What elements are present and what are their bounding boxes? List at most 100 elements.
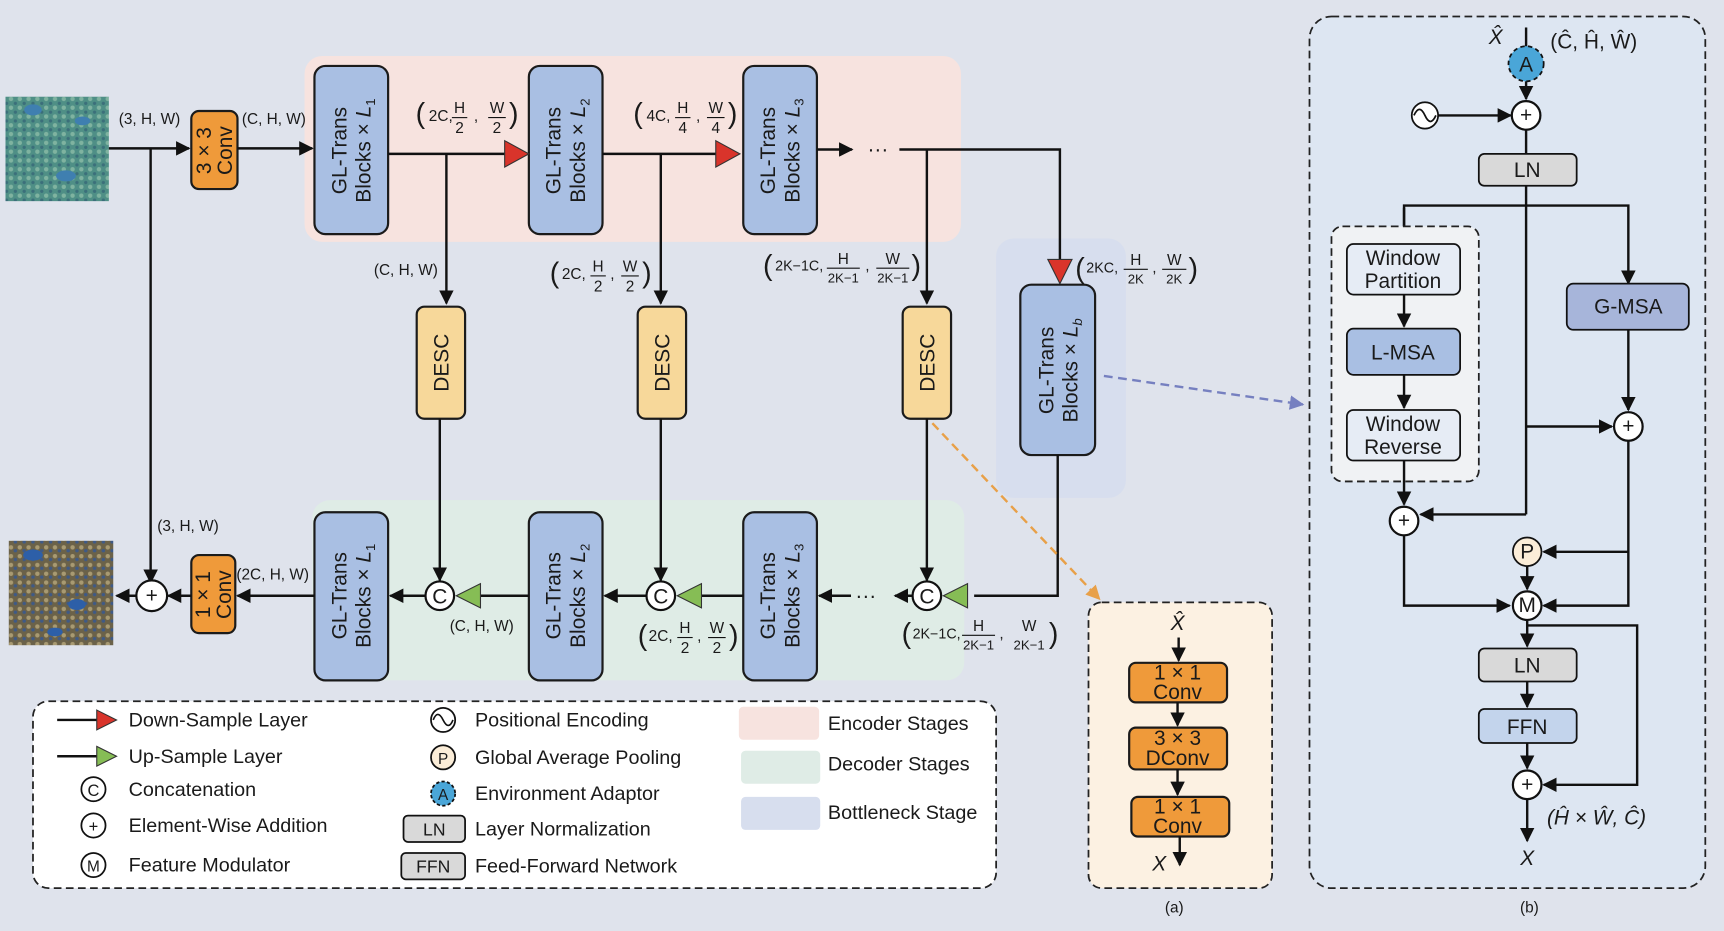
svg-text:): ) [642, 257, 652, 289]
svg-text:Feed-Forward Network: Feed-Forward Network [475, 856, 677, 878]
decoder-ellipsis: ··· [855, 584, 876, 607]
svg-text:C: C [919, 585, 934, 608]
svg-text:2: 2 [493, 120, 502, 137]
svg-text:+: + [1398, 510, 1410, 533]
svg-text:): ) [729, 620, 739, 652]
svg-text:): ) [911, 250, 921, 282]
conv-3x3-input [190, 109, 239, 191]
svg-text:+: + [1622, 415, 1634, 438]
svg-text:Blocks × L2: Blocks × L2 [567, 544, 592, 648]
svg-text:1 × 1: 1 × 1 [1154, 661, 1201, 684]
bottleneck-block: GL-Trans Blocks × Lb [1019, 283, 1097, 457]
encoder-shape-1: ( 2C, H 2 , W 2 ) [416, 98, 519, 137]
legend-layer-norm: LN Layer Normalization [402, 814, 651, 843]
encoder-swatch [738, 706, 820, 740]
svg-text:GL-Trans: GL-Trans [757, 107, 780, 194]
svg-text:H: H [973, 618, 984, 635]
svg-text:A: A [1519, 53, 1533, 76]
svg-text:H: H [1130, 252, 1141, 269]
legend-concatenation: C Concatenation [80, 776, 257, 803]
legend-up-sample: Up-Sample Layer [57, 745, 283, 768]
svg-text:W: W [1022, 618, 1037, 635]
svg-text:GL-Trans: GL-Trans [543, 552, 566, 639]
svg-text:W: W [886, 251, 901, 268]
svg-text:2KC,: 2KC, [1086, 261, 1118, 277]
up-sample-icon [942, 582, 969, 609]
svg-text:(: ( [633, 98, 643, 130]
svg-text:Conv: Conv [1153, 681, 1202, 704]
panel-a-caption: (a) [1165, 899, 1184, 916]
panel-a-conv2: 1 × 1 Conv [1130, 795, 1231, 838]
svg-text:): ) [1049, 618, 1059, 650]
svg-text:DESC: DESC [917, 334, 940, 392]
svg-text:): ) [1189, 253, 1199, 285]
svg-text:): ) [728, 98, 738, 130]
panel-b-caption: (b) [1520, 899, 1539, 916]
svg-text:(: ( [550, 257, 560, 289]
legend-down-sample: Down-Sample Layer [57, 709, 308, 732]
svg-text:2: 2 [713, 640, 722, 657]
legend-ffn: FFN Feed-Forward Network [400, 852, 677, 881]
panel-a-conv1: 1 × 1 Conv [1128, 661, 1229, 704]
svg-text:G-MSA: G-MSA [1594, 295, 1663, 318]
svg-text:Conv: Conv [1153, 815, 1202, 838]
encoder-ellipsis: ··· [867, 138, 888, 161]
concatenation-icon [80, 776, 107, 803]
svg-text:DConv: DConv [1146, 747, 1210, 770]
svg-text:Conv: Conv [213, 570, 236, 619]
input-shape-label: (3, H, W) [119, 111, 181, 128]
addition-icon [80, 812, 107, 839]
legend-bottleneck-stage: Bottleneck Stage [741, 796, 977, 830]
svg-text:2C,: 2C, [429, 108, 453, 125]
input-image [5, 96, 109, 202]
up-sample-icon [455, 582, 482, 609]
svg-text:Window: Window [1366, 247, 1441, 270]
panel-b-output-shape: (Ĥ × Ŵ, Ĉ) [1547, 806, 1646, 829]
svg-text:L-MSA: L-MSA [1371, 341, 1435, 364]
ln-box-icon [402, 814, 466, 843]
svg-text:Partition: Partition [1365, 270, 1442, 293]
svg-text:,: , [865, 257, 869, 274]
svg-text:Concatenation: Concatenation [129, 779, 257, 801]
down-sample-icon [96, 709, 118, 731]
svg-text:,: , [610, 266, 614, 283]
conv-in-line1: 3 × 3 [193, 127, 216, 174]
svg-text:2: 2 [594, 278, 603, 295]
svg-text:Environment Adaptor: Environment Adaptor [475, 783, 660, 805]
encoder-block-2: GL-Trans Blocks × L2 [527, 64, 604, 236]
svg-text:H: H [454, 100, 465, 117]
svg-text:(: ( [638, 620, 648, 652]
desc-block-3: DESC [901, 305, 953, 420]
link-to-panel-b [1103, 374, 1305, 410]
svg-text:): ) [509, 98, 519, 130]
svg-text:M: M [1518, 594, 1535, 617]
svg-text:Up-Sample Layer: Up-Sample Layer [129, 746, 283, 768]
svg-text:2: 2 [681, 640, 690, 657]
svg-text:3 × 3: 3 × 3 [1154, 727, 1201, 750]
svg-text:W: W [623, 258, 638, 275]
legend-pooling: P Global Average Pooling [430, 744, 681, 771]
decoder-shape-2: ( 2C, H 2 , W 2 ) [638, 620, 739, 657]
svg-text:H: H [677, 100, 688, 117]
svg-text:(: ( [902, 618, 912, 650]
svg-text:C: C [432, 585, 447, 608]
down-sample-icon [504, 139, 531, 169]
svg-text:C: C [88, 782, 100, 800]
svg-text:2K−1: 2K−1 [877, 270, 908, 285]
svg-text:FFN: FFN [416, 857, 450, 877]
panel-b: X̂ (Ĉ, Ĥ, Ŵ) A + LN Window Partition L-M… [1308, 15, 1707, 890]
down-sample-icon [1046, 258, 1073, 285]
panel-a-output: X [1151, 853, 1167, 876]
down-sample-icon [715, 139, 742, 169]
svg-text:2K−1C,: 2K−1C, [775, 258, 823, 274]
svg-text:W: W [490, 100, 505, 117]
svg-text:2K: 2K [1166, 272, 1182, 287]
svg-text:Positional Encoding: Positional Encoding [475, 710, 649, 732]
svg-text:Blocks × Lb: Blocks × Lb [1059, 318, 1084, 422]
encoder-region [304, 56, 961, 242]
svg-text:GL-Trans: GL-Trans [328, 552, 351, 639]
svg-text:W: W [710, 620, 725, 637]
svg-text:+: + [146, 584, 158, 607]
svg-text:DESC: DESC [652, 334, 675, 392]
up-sample-icon [96, 745, 118, 768]
